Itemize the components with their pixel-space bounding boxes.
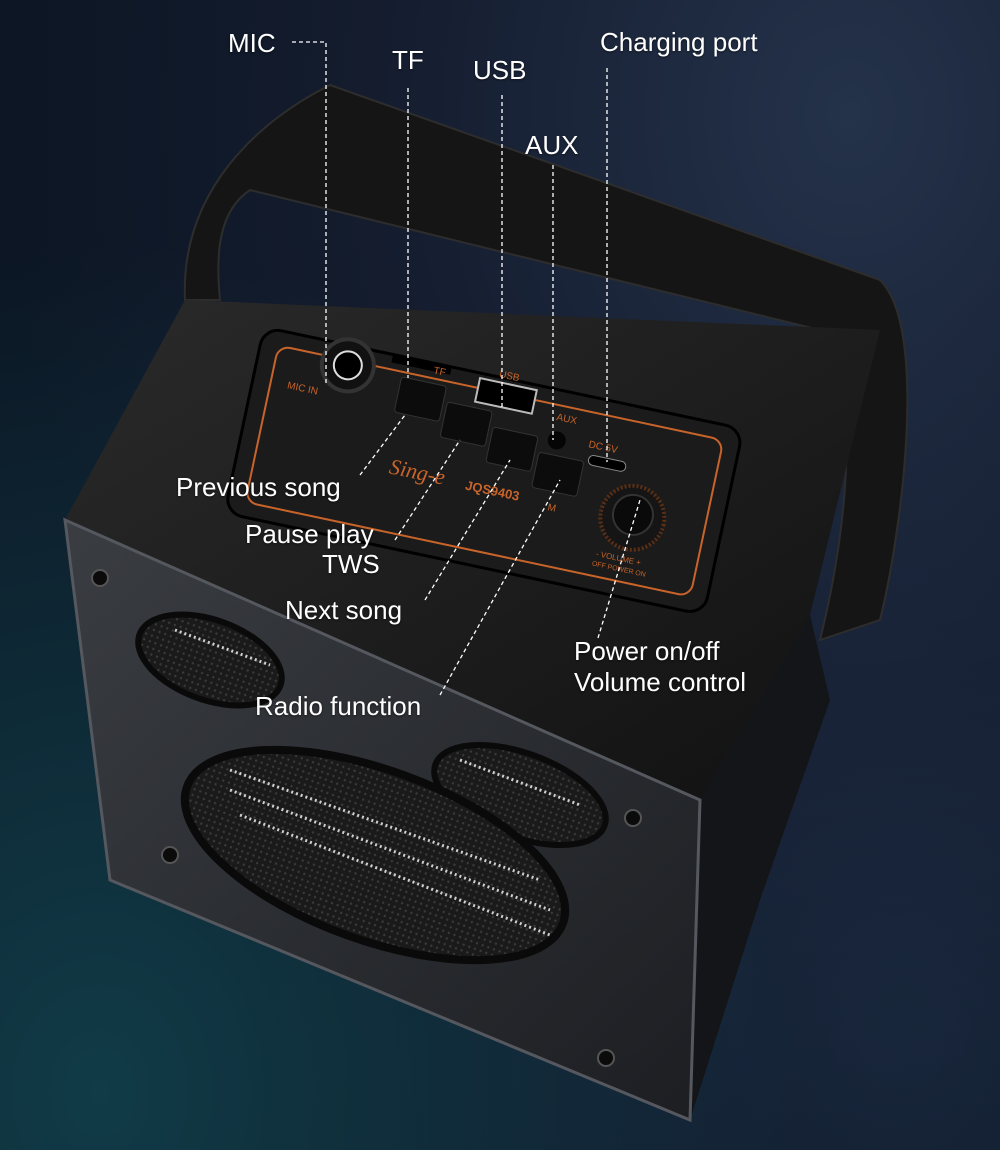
callout-radio-function: Radio function — [255, 691, 422, 721]
tweeter-left — [135, 611, 285, 709]
callout-next-song: Next song — [285, 595, 403, 625]
callout-mic: MIC — [228, 28, 276, 58]
panel-mode: M — [547, 502, 557, 514]
panel-aux: AUX — [555, 412, 578, 427]
handle — [183, 83, 909, 642]
callout-aux: AUX — [525, 130, 579, 160]
woofer — [180, 745, 570, 965]
control-panel: MIC IN TF USB AUX DC 5V Sing-e JQS9403 M… — [226, 328, 742, 613]
callout-power: Power on/off — [574, 636, 720, 666]
callout-previous-song: Previous song — [176, 472, 341, 502]
panel-usb: USB — [498, 369, 521, 384]
side-face — [690, 615, 830, 1120]
panel-tf: TF — [432, 365, 446, 378]
callout-lines — [292, 41, 641, 696]
callout-tws: TWS — [322, 549, 380, 579]
callout-usb: USB — [473, 55, 527, 85]
callout-charging-port: Charging port — [600, 27, 758, 57]
callout-tf: TF — [392, 45, 424, 75]
callout-pause-play: Pause play — [245, 519, 374, 549]
callout-volume: Volume control — [574, 667, 746, 697]
